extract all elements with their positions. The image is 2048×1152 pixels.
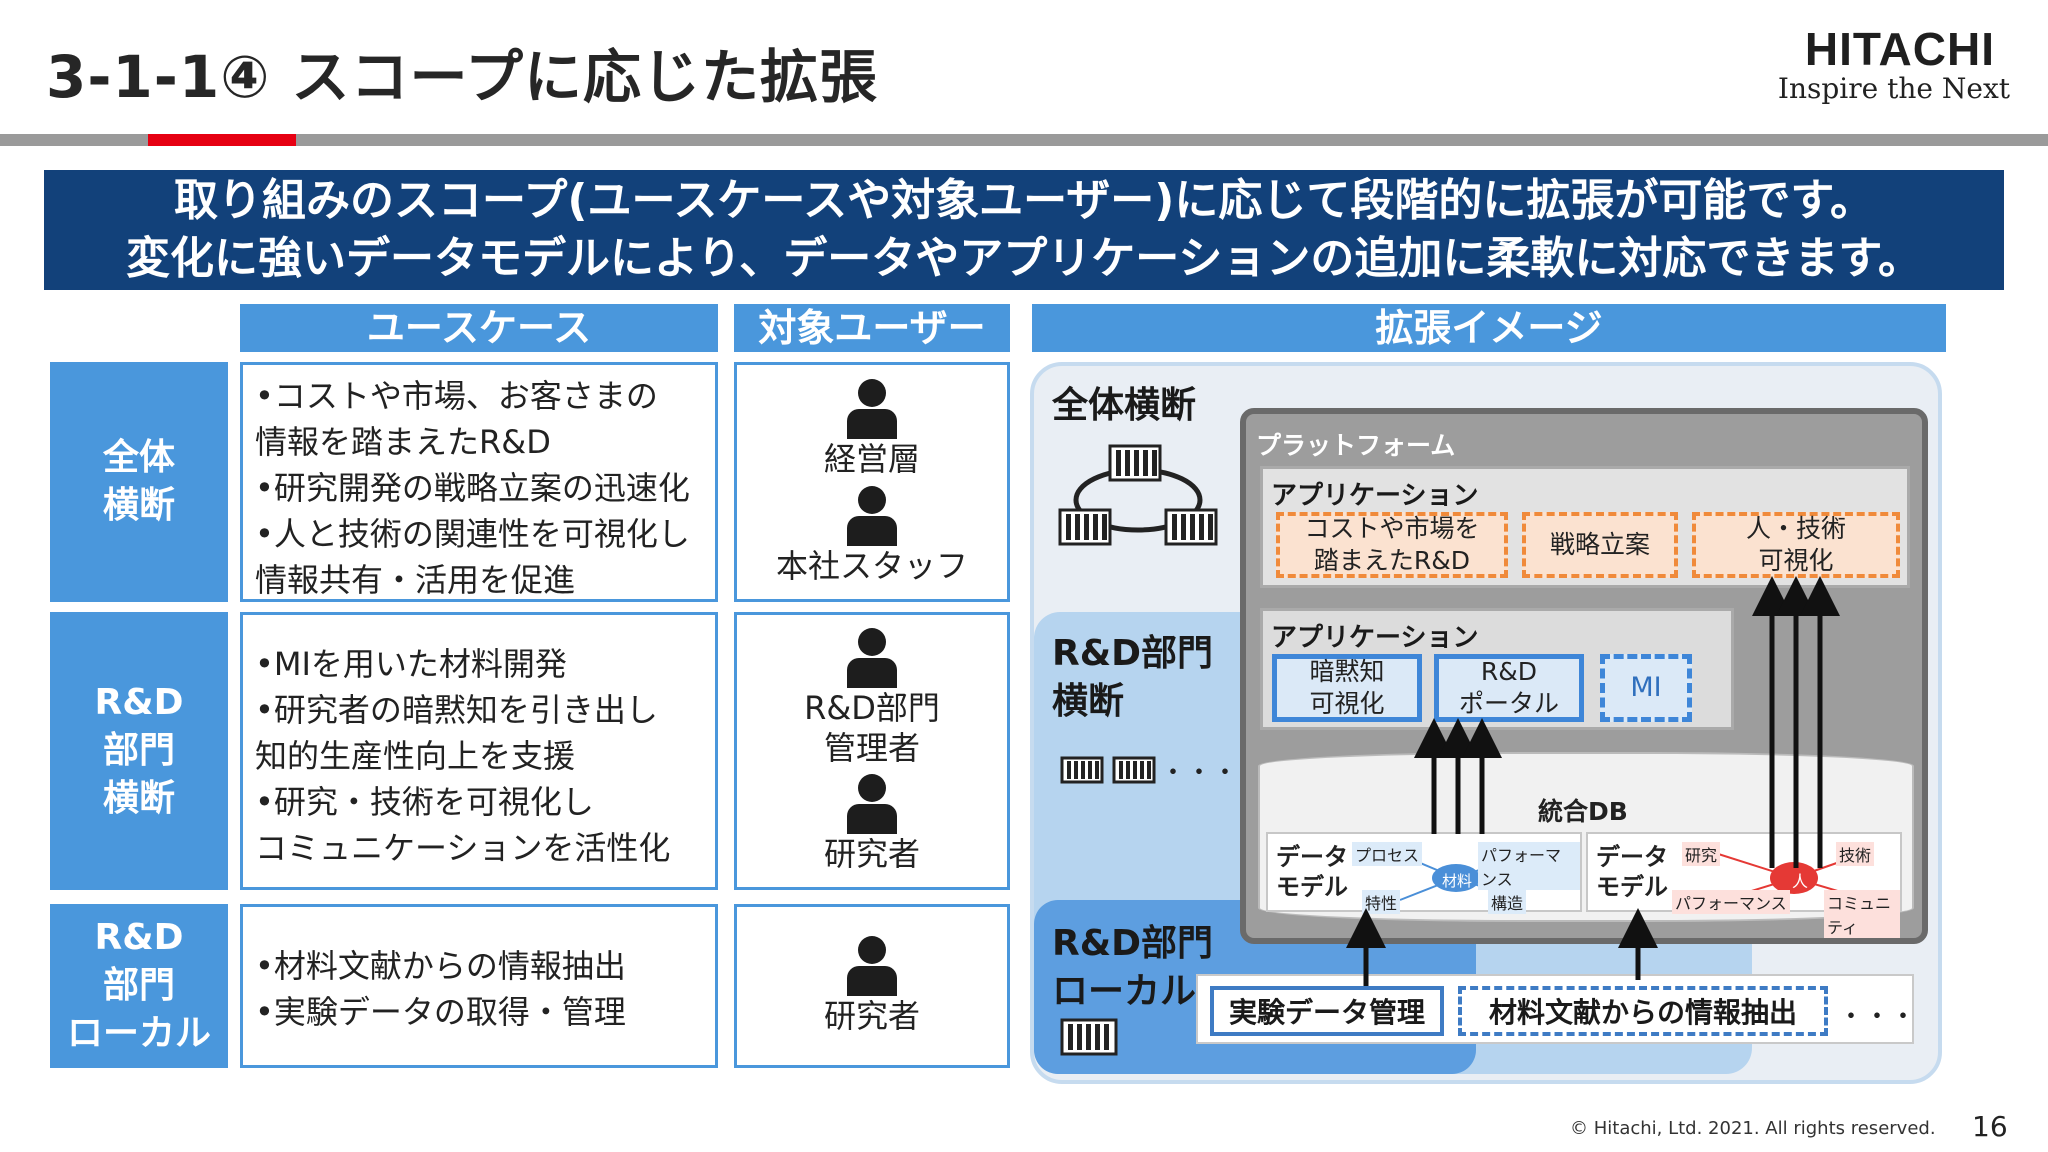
image-header: 拡張イメージ bbox=[1032, 304, 1946, 352]
app-mi: MI bbox=[1600, 654, 1692, 722]
scope-rd-label: R&D部門 横断 bbox=[1052, 633, 1213, 722]
model-node: 技術 bbox=[1836, 842, 1875, 866]
person-icon bbox=[844, 628, 900, 688]
app-cost-market-rd: コストや市場を 踏まえたR&D bbox=[1276, 512, 1508, 578]
row-label-local: R&D 部門 ローカル bbox=[50, 904, 228, 1068]
application-title: アプリケーション bbox=[1271, 623, 1479, 653]
page-title: 3-1-1④ スコープに応じた拡張 bbox=[46, 43, 879, 111]
server-cluster-icon bbox=[1058, 444, 1218, 546]
usecase-list: •コストや市場、お客さまの 情報を踏まえたR&D •研究開発の戦略立案の迅速化 … bbox=[255, 377, 690, 599]
logo-tagline: Inspire the Next bbox=[1777, 72, 2010, 105]
data-model-label: データ モデル bbox=[1596, 843, 1668, 901]
person-icon bbox=[844, 378, 900, 439]
target-user: 研究者 bbox=[823, 835, 920, 873]
banner-line-1: 取り組みのスコープ(ユースケースや対象ユーザー)に応じて段階的に拡張が可能です。 bbox=[174, 175, 1874, 226]
hitachi-logo: HITACHI bbox=[1804, 23, 1995, 75]
usecase-cell-local: •材料文献からの情報抽出 •実験データの取得・管理 bbox=[240, 904, 718, 1068]
summary-banner: 取り組みのスコープ(ユースケースや対象ユーザー)に応じて段階的に拡張が可能です。… bbox=[44, 170, 2004, 290]
model-node: 研究 bbox=[1682, 842, 1721, 866]
app-strategy: 戦略立案 bbox=[1522, 512, 1678, 578]
usecase-cell-rd: •MIを用いた材料開発 •研究者の暗黙知を引き出し 知的生産性向上を支援 •研究… bbox=[240, 612, 718, 890]
app-tacit-knowledge: 暗黙知 可視化 bbox=[1272, 654, 1422, 722]
copyright: © Hitachi, Ltd. 2021. All rights reserve… bbox=[1570, 1118, 1936, 1139]
target-cell-local: 研究者 bbox=[734, 904, 1010, 1068]
scope-all-label: 全体横断 bbox=[1052, 385, 1197, 426]
application-title: アプリケーション bbox=[1271, 481, 1479, 511]
platform-label: プラットフォーム bbox=[1256, 431, 1456, 460]
target-user: 研究者 bbox=[823, 997, 920, 1035]
usecase-list: •材料文献からの情報抽出 •実験データの取得・管理 bbox=[255, 947, 626, 1031]
app-rd-portal: R&D ポータル bbox=[1434, 654, 1584, 722]
page-number: 16 bbox=[1972, 1110, 2008, 1143]
person-icon bbox=[844, 485, 900, 546]
scope-local-label: R&D部門 ローカル bbox=[1052, 923, 1213, 1012]
target-user: R&D部門 管理者 bbox=[804, 689, 940, 767]
model-node: 構造 bbox=[1488, 890, 1527, 914]
target-header: 対象ユーザー bbox=[734, 304, 1010, 352]
usecase-list: •MIを用いた材料開発 •研究者の暗黙知を引き出し 知的生産性向上を支援 •研究… bbox=[255, 645, 671, 867]
usecase-header: ユースケース bbox=[240, 304, 718, 352]
person-icon bbox=[844, 936, 900, 996]
target-user: 経営層 bbox=[823, 439, 920, 478]
material-node: 材料 bbox=[1441, 872, 1472, 890]
row-label-all: 全体 横断 bbox=[50, 362, 228, 602]
target-user: 本社スタッフ bbox=[775, 546, 968, 585]
model-node: コミュニティ bbox=[1824, 890, 1900, 938]
model-node: プロセス bbox=[1352, 842, 1423, 866]
banner-line-2: 変化に強いデータモデルにより、データやアプリケーションの追加に柔軟に対応できます… bbox=[125, 233, 1923, 284]
model-node: パフォーマンス bbox=[1478, 842, 1580, 890]
target-cell-all: 経営層 本社スタッフ bbox=[734, 362, 1010, 602]
db-title: 統合DB bbox=[1538, 797, 1628, 826]
app-experiment-data: 実験データ管理 bbox=[1210, 986, 1444, 1036]
ellipsis: ・・・ bbox=[1160, 758, 1239, 788]
data-model-people: データ モデル 人 研究 技術 パフォーマンス コミュニティ bbox=[1586, 832, 1902, 938]
people-node: 人 bbox=[1791, 872, 1808, 891]
row-label-rd: R&D 部門 横断 bbox=[50, 612, 228, 890]
target-cell-rd: R&D部門 管理者 研究者 bbox=[734, 612, 1010, 890]
data-model-label: データ モデル bbox=[1276, 843, 1348, 901]
server-icon bbox=[1060, 1018, 1118, 1056]
data-model-material: データ モデル 材料 プロセス パフォーマンス 特性 構造 bbox=[1266, 832, 1582, 914]
header-rule-accent bbox=[148, 134, 296, 146]
ellipsis: ・・・ bbox=[1838, 1002, 1917, 1032]
person-icon bbox=[844, 774, 900, 834]
model-node: パフォーマンス bbox=[1672, 890, 1790, 914]
usecase-cell-all: •コストや市場、お客さまの 情報を踏まえたR&D •研究開発の戦略立案の迅速化 … bbox=[240, 362, 718, 602]
app-literature-extraction: 材料文献からの情報抽出 bbox=[1458, 986, 1828, 1036]
server-icon bbox=[1060, 756, 1156, 784]
header-rule bbox=[0, 134, 2048, 146]
